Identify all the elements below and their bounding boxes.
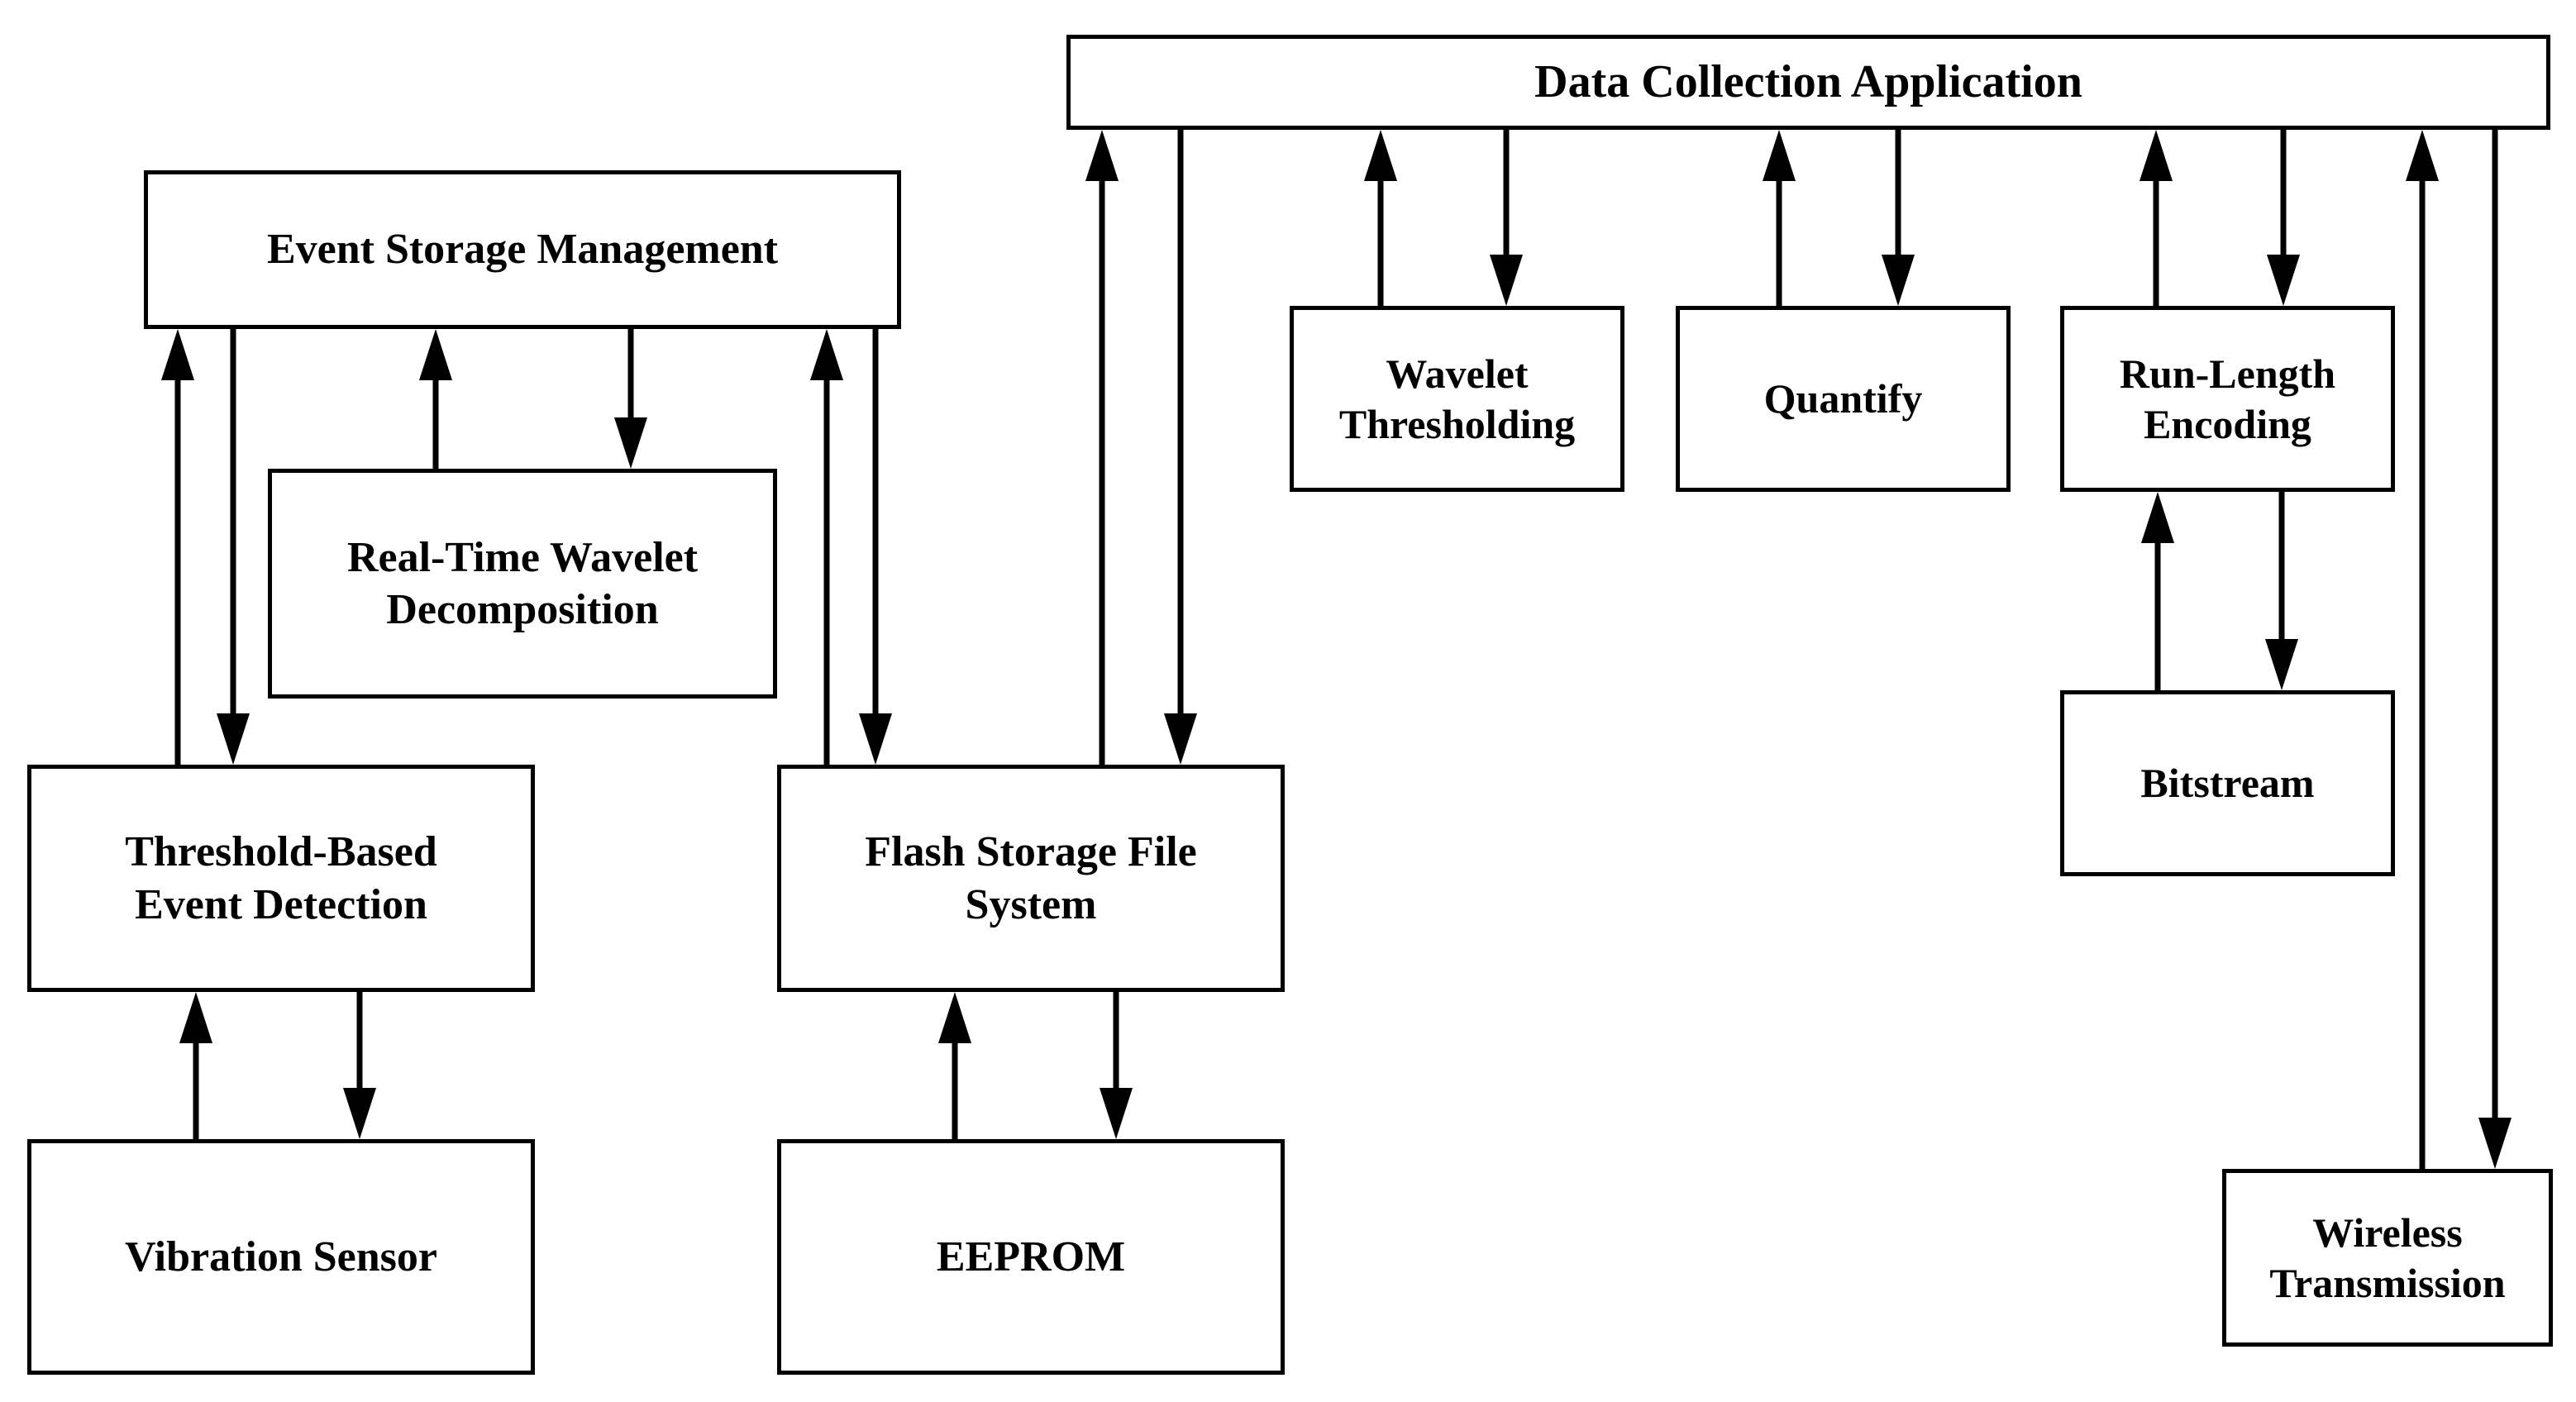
edge-bs-to-rle-up [2141,492,2174,690]
edge-dca-to-wt-down [1490,130,1523,306]
edge-arrowhead [1100,1088,1133,1139]
edge-esm-to-rtwd-down [614,329,647,469]
edge-rle-to-dca-up [2140,130,2173,306]
edge-arrowhead [1164,713,1197,765]
node-label: Threshold-Based Event Detection [125,828,437,928]
edge-dca-to-rle-down [2267,130,2300,306]
edge-esm-to-tbed-down [217,329,250,765]
edge-fsfs-to-esm-up [810,329,843,765]
edge-arrowhead [1085,130,1119,181]
edge-rtwd-to-esm-up [419,329,452,469]
node-eeprom[interactable]: EEPROM [777,1139,1285,1375]
node-flash-storage-file-system[interactable]: Flash Storage File System [777,765,1285,992]
node-threshold-based-event-detection[interactable]: Threshold-Based Event Detection [27,765,535,992]
edge-dca-to-fsfs-down [1164,130,1197,765]
node-label: Wireless Transmission [2269,1209,2506,1306]
edge-q-to-dca-up [1763,130,1796,306]
node-real-time-wavelet-decomposition[interactable]: Real-Time Wavelet Decomposition [268,469,777,699]
edge-arrowhead [1882,255,1915,306]
node-label: Data Collection Application [1534,56,2082,108]
node-data-collection-application[interactable]: Data Collection Application [1066,35,2550,130]
edge-arrowhead [810,329,843,380]
node-label: Quantify [1763,375,1923,422]
edge-arrowhead [859,713,892,765]
edge-esm-to-fsfs-down [859,329,892,765]
edge-arrowhead [343,1088,376,1139]
node-label: Event Storage Management [266,226,779,274]
node-bitstream[interactable]: Bitstream [2060,690,2395,876]
edge-dca-to-q-down [1882,130,1915,306]
edge-arrowhead [1364,130,1397,181]
edge-arrowhead [2406,130,2439,181]
node-label: Run-Length Encoding [2119,350,2336,447]
edge-wt-to-dca-up [1364,130,1397,306]
edge-arrowhead [1763,130,1796,181]
node-quantify[interactable]: Quantify [1676,306,2011,492]
edge-tbed-to-vs-down [343,992,376,1139]
node-label: Flash Storage File System [865,828,1197,928]
edge-arrowhead [2265,639,2298,690]
edge-vs-to-tbed-up [179,992,212,1139]
edge-arrowhead [938,992,971,1043]
edge-arrowhead [2267,255,2300,306]
edge-rle-to-bs-down [2265,492,2298,690]
node-label: Bitstream [2140,760,2315,806]
edge-fsfs-to-dca-up [1085,130,1119,765]
edge-wx-to-dca-up [2406,130,2439,1169]
edge-arrowhead [217,713,250,765]
edge-arrowhead [161,329,194,380]
edge-arrowhead [1490,255,1523,306]
edge-arrowhead [419,329,452,380]
edge-fsfs-to-eeprom-down [1100,992,1133,1139]
edge-dca-to-wx-down [2478,130,2512,1169]
node-label: Real-Time Wavelet Decomposition [346,533,699,633]
edge-arrowhead [2140,130,2173,181]
node-vibration-sensor[interactable]: Vibration Sensor [27,1139,535,1375]
edge-arrowhead [2141,492,2174,543]
node-wavelet-thresholding[interactable]: Wavelet Thresholding [1290,306,1624,492]
node-label: Vibration Sensor [125,1233,437,1280]
node-event-storage-management[interactable]: Event Storage Management [144,170,901,329]
edge-arrowhead [2478,1118,2512,1169]
edge-arrowhead [179,992,212,1043]
node-wireless-transmission[interactable]: Wireless Transmission [2222,1169,2553,1347]
node-run-length-encoding[interactable]: Run-Length Encoding [2060,306,2395,492]
node-label: EEPROM [936,1233,1126,1280]
edge-esm-to-tbed-up [161,329,194,765]
edge-arrowhead [614,417,647,469]
node-label: Wavelet Thresholding [1338,350,1576,447]
edge-eeprom-to-fsfs-up [938,992,971,1139]
